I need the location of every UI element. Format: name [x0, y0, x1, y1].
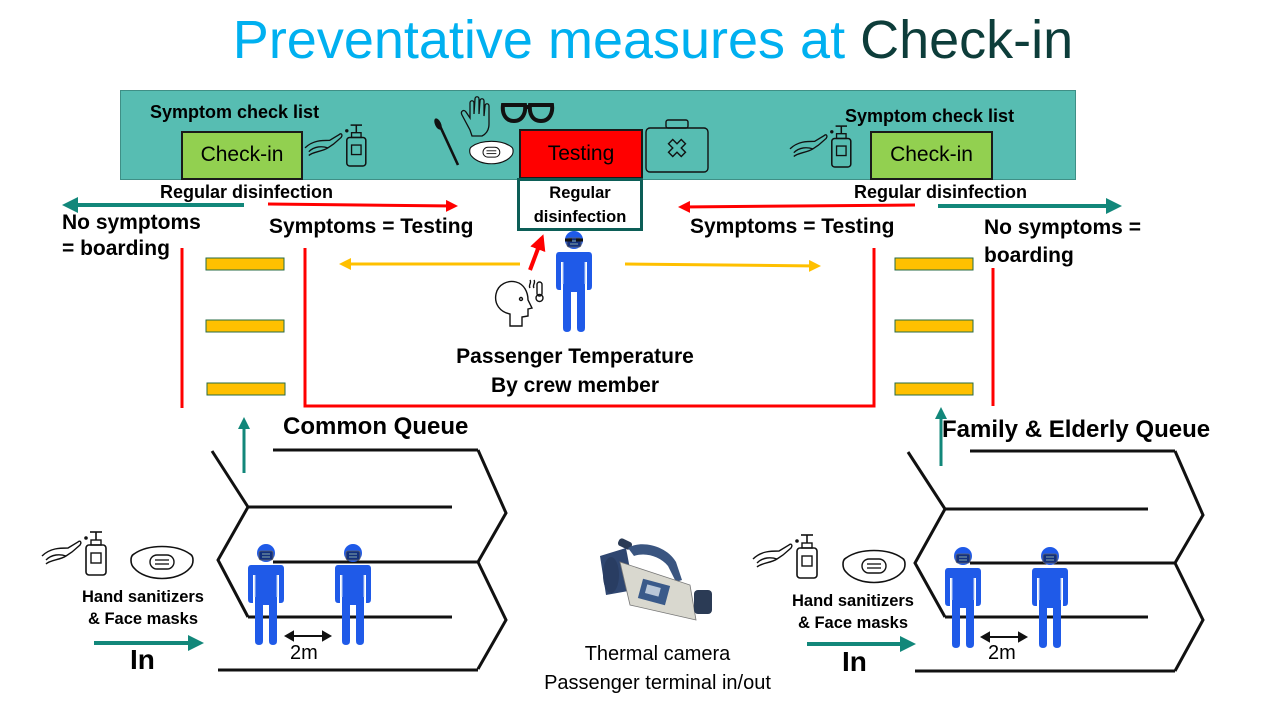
- crew-member-icon: [555, 230, 593, 333]
- left-disinfection-label: Regular disinfection: [160, 182, 334, 202]
- common-queue-title: Common Queue: [283, 413, 469, 440]
- left-supplies-line-2: & Face masks: [87, 610, 199, 628]
- right-face-mask-icon: [842, 549, 906, 584]
- testing-station: Testing: [519, 129, 643, 179]
- right-symptoms-testing-label: Symptoms = Testing: [690, 215, 895, 238]
- right-supplies-line-1: Hand sanitizers: [792, 592, 914, 610]
- left-symptoms-testing-label: Symptoms = Testing: [269, 215, 474, 238]
- right-disinfection-label: Regular disinfection: [854, 182, 1028, 202]
- left-supplies-label: Hand sanitizers & Face masks: [68, 586, 218, 630]
- center-disinfection-line-2: disinfection: [533, 208, 627, 226]
- right-testing-arrow: [678, 200, 916, 213]
- glasses-icon: [500, 103, 555, 124]
- right-no-symptoms-line-1: No symptoms =: [984, 216, 1141, 239]
- temperature-check-line-2: By crew member: [490, 374, 660, 397]
- right-banner-sanitizer-icon: [789, 125, 852, 168]
- left-no-symptoms-label: No symptoms = boarding: [62, 210, 201, 262]
- left-hand-sanitizer-icon: [41, 531, 107, 576]
- left-banner-sanitizer-icon: [304, 124, 367, 167]
- left-distance-label: 2m: [290, 642, 318, 664]
- right-queue-markers: [894, 257, 974, 396]
- family-elderly-queue-lanes: [906, 449, 1205, 673]
- right-no-symptoms-label: No symptoms = boarding: [984, 214, 1141, 270]
- right-supplies-line-2: & Face masks: [797, 614, 909, 632]
- left-queue-passenger-1: [247, 543, 285, 646]
- temperature-check-line-1: Passenger Temperature: [456, 345, 694, 368]
- title-part-1: Preventative measures at: [232, 10, 861, 70]
- right-symptom-checklist-label: Symptom check list: [845, 106, 1015, 126]
- center-disinfection-box: Regular disinfection: [517, 178, 643, 231]
- right-distance-label: 2m: [988, 642, 1016, 664]
- right-supplies-label: Hand sanitizers & Face masks: [778, 590, 928, 634]
- left-symptom-checklist-label: Symptom check list: [150, 102, 320, 122]
- right-no-symptoms-line-2: boarding: [984, 244, 1074, 267]
- swab-icon: [434, 118, 460, 166]
- left-no-symptoms-line-1: No symptoms: [62, 211, 201, 234]
- left-check-in-counter: Check-in: [181, 131, 303, 180]
- face-mask-icon: [469, 140, 514, 165]
- left-testing-arrow: [267, 199, 458, 212]
- first-aid-kit-icon: [645, 119, 709, 173]
- family-elderly-queue-title: Family & Elderly Queue: [942, 416, 1211, 443]
- temperature-to-testing-arrow: [528, 234, 546, 271]
- left-entry-label: In: [130, 644, 155, 675]
- temperature-check-label: Passenger Temperature By crew member: [420, 342, 730, 400]
- thermal-camera-icon: [600, 538, 712, 621]
- left-face-mask-icon: [130, 545, 194, 580]
- left-supplies-line-1: Hand sanitizers: [82, 588, 204, 606]
- right-entry-label: In: [842, 646, 867, 677]
- temperature-head-icon: [494, 279, 544, 327]
- page-title: Preventative measures at Check-in: [0, 4, 1280, 76]
- thermal-camera-line-1: Thermal camera: [584, 643, 731, 665]
- left-distance-arrow: [283, 630, 333, 642]
- left-queue-markers: [205, 257, 286, 396]
- left-queue-passenger-2: [334, 543, 372, 646]
- right-hand-sanitizer-icon: [752, 534, 818, 579]
- right-distance-arrow: [979, 631, 1029, 643]
- right-amber-arrow: [624, 259, 821, 272]
- right-check-in-counter: Check-in: [870, 131, 993, 180]
- center-disinfection-line-1: Regular: [549, 184, 611, 202]
- title-part-2: Check-in: [860, 10, 1074, 70]
- thermal-camera-label: Thermal camera Passenger terminal in/out: [505, 640, 810, 698]
- thermal-camera-line-2: Passenger terminal in/out: [544, 672, 771, 694]
- left-no-symptoms-line-2: = boarding: [62, 237, 170, 260]
- glove-icon: [460, 96, 490, 137]
- red-barrier-lines: [180, 248, 995, 408]
